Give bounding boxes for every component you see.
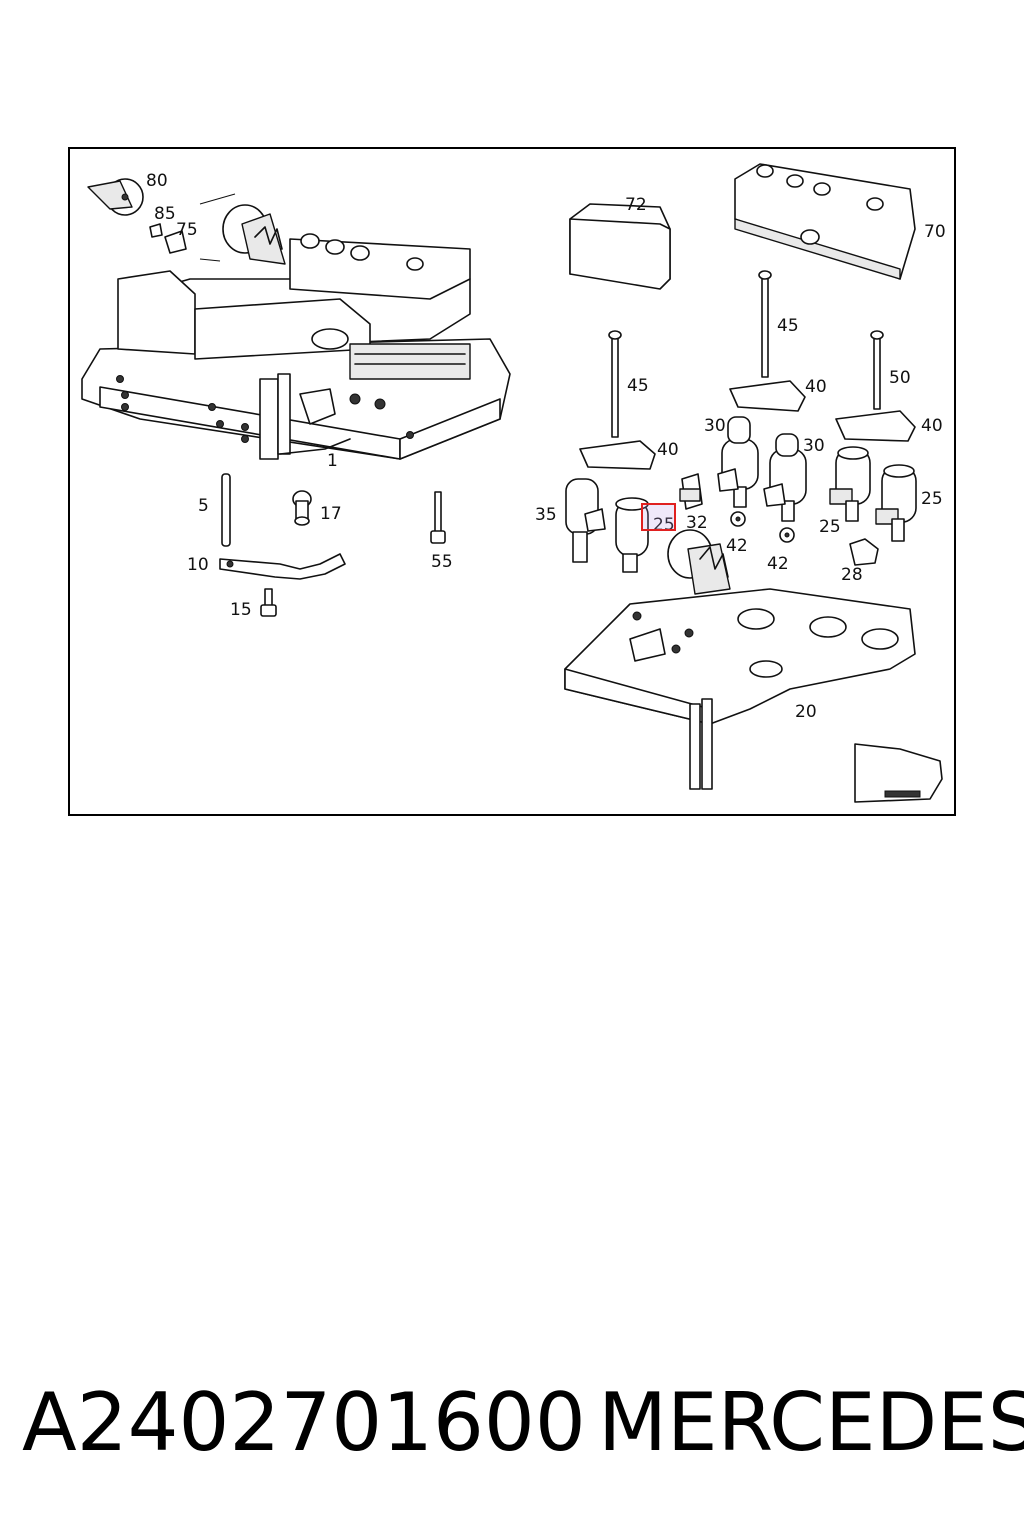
part-72-cover [569,203,671,290]
part-30-solenoid-b [763,433,807,522]
part-55-bolt [430,491,446,544]
exploded-view-drawing: 8085751517551015727045454040405030303525… [81,163,946,803]
part-30-solenoid-a [717,416,759,508]
part-15-screw [260,588,277,617]
transmission-silhouette-icon [854,743,943,803]
part-17-plug [292,490,312,526]
part-45-bolt-a [608,330,622,438]
footer-caption: A2402701600 MERCEDES [22,1368,1024,1478]
callout-32: 32 [686,513,708,533]
part-25-solenoid-highlighted [615,497,649,573]
part-28-plug [849,538,879,566]
callout-42a: 42 [726,536,748,556]
callout-17: 17 [320,504,342,524]
part-80-sensor-plug [87,178,144,216]
part-42-filter-a [730,511,746,527]
callout-55: 55 [431,552,453,572]
callout-45a: 45 [627,376,649,396]
callout-40a: 40 [657,440,679,460]
part-5-pin [221,473,231,547]
part-25-solenoid-b [829,446,871,522]
callout-85: 85 [154,204,176,224]
callout-30a: 30 [704,416,726,436]
callout-80: 80 [146,171,168,191]
callout-28: 28 [841,565,863,585]
part-40-spring-plate-a [579,440,656,470]
brand-name: MERCEDES [598,1376,1024,1469]
callout-45b: 45 [777,316,799,336]
callout-25c: 25 [921,489,943,509]
part-32-connector [679,473,703,510]
part-25-solenoid-c [875,464,917,542]
callout-75: 75 [176,220,198,240]
callout-30b: 30 [803,436,825,456]
callout-35: 35 [535,505,557,525]
highlighted-callout-box [641,503,676,531]
part-35-solenoid [565,478,606,563]
callout-15: 15 [230,600,252,620]
part-70-conductor-plate [734,163,916,280]
callout-70: 70 [924,222,946,242]
callout-25b: 25 [819,517,841,537]
part-10-lever [219,553,346,580]
callout-10: 10 [187,555,209,575]
part-42-filter-b [779,527,795,543]
callout-5: 5 [198,496,209,516]
callout-40c: 40 [921,416,943,436]
part-85-pin [149,223,163,238]
callout-40b: 40 [805,377,827,397]
part-45-bolt-b [758,270,772,378]
callout-20: 20 [795,702,817,722]
part-number: A2402701600 [22,1376,586,1469]
part-75-clip [164,230,187,254]
callout-1: 1 [327,451,338,471]
part-40-spring-plate-c [835,410,916,442]
part-40-spring-plate-b [729,380,806,412]
callout-72: 72 [625,195,647,215]
part-20-shift-plate [564,529,916,790]
callout-42b: 42 [767,554,789,574]
part-50-bolt [870,330,884,410]
callout-50: 50 [889,368,911,388]
valve-body-assembly [81,204,511,460]
